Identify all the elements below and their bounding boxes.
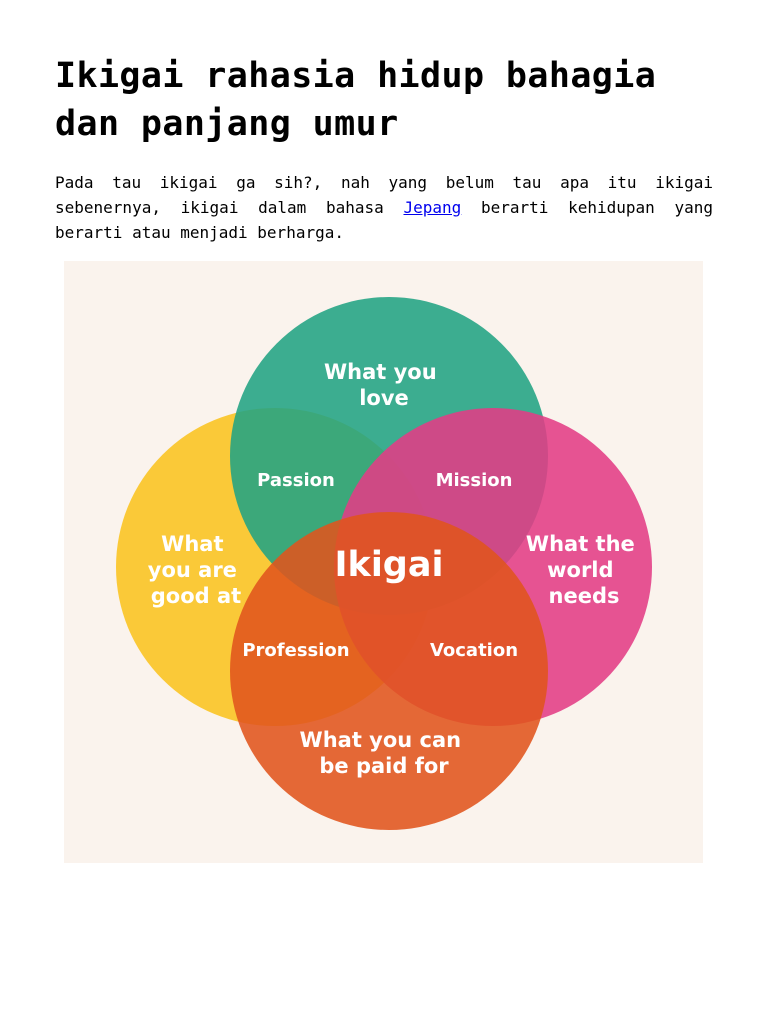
venn-svg: What you love What you are good at What … [116, 297, 652, 830]
intro-text-after-link: berarti kehidupan yang berarti atau menj… [55, 198, 714, 242]
jepang-link[interactable]: Jepang [403, 198, 462, 217]
ikigai-venn-diagram: What you love What you are good at What … [64, 261, 703, 863]
label-what-you-can-be-paid-for: What you can be paid for [300, 728, 469, 778]
label-what-you-are-good-at: What you are good at [148, 532, 244, 608]
title-line-2: dan panjang umur [55, 104, 399, 144]
title-line-1: Ikigai rahasia hidup bahagia [55, 56, 657, 96]
label-mission: Mission [436, 470, 513, 491]
label-ikigai-center: Ikigai [335, 545, 444, 585]
article: Ikigai rahasia hidup bahagia dan panjang… [55, 52, 713, 245]
label-vocation: Vocation [430, 640, 518, 661]
intro-paragraph: Pada tau ikigai ga sih?, nah yang belum … [55, 170, 713, 245]
article-title: Ikigai rahasia hidup bahagia dan panjang… [55, 52, 713, 148]
label-profession: Profession [242, 640, 349, 661]
label-what-the-world-needs: What the world needs [526, 532, 642, 608]
label-what-you-love: What you love [324, 360, 444, 410]
label-passion: Passion [257, 470, 335, 491]
intro-text-before-link: Pada tau ikigai ga sih?, nah yang belum … [55, 173, 713, 217]
circle-what-you-can-be-paid-for [230, 512, 548, 830]
